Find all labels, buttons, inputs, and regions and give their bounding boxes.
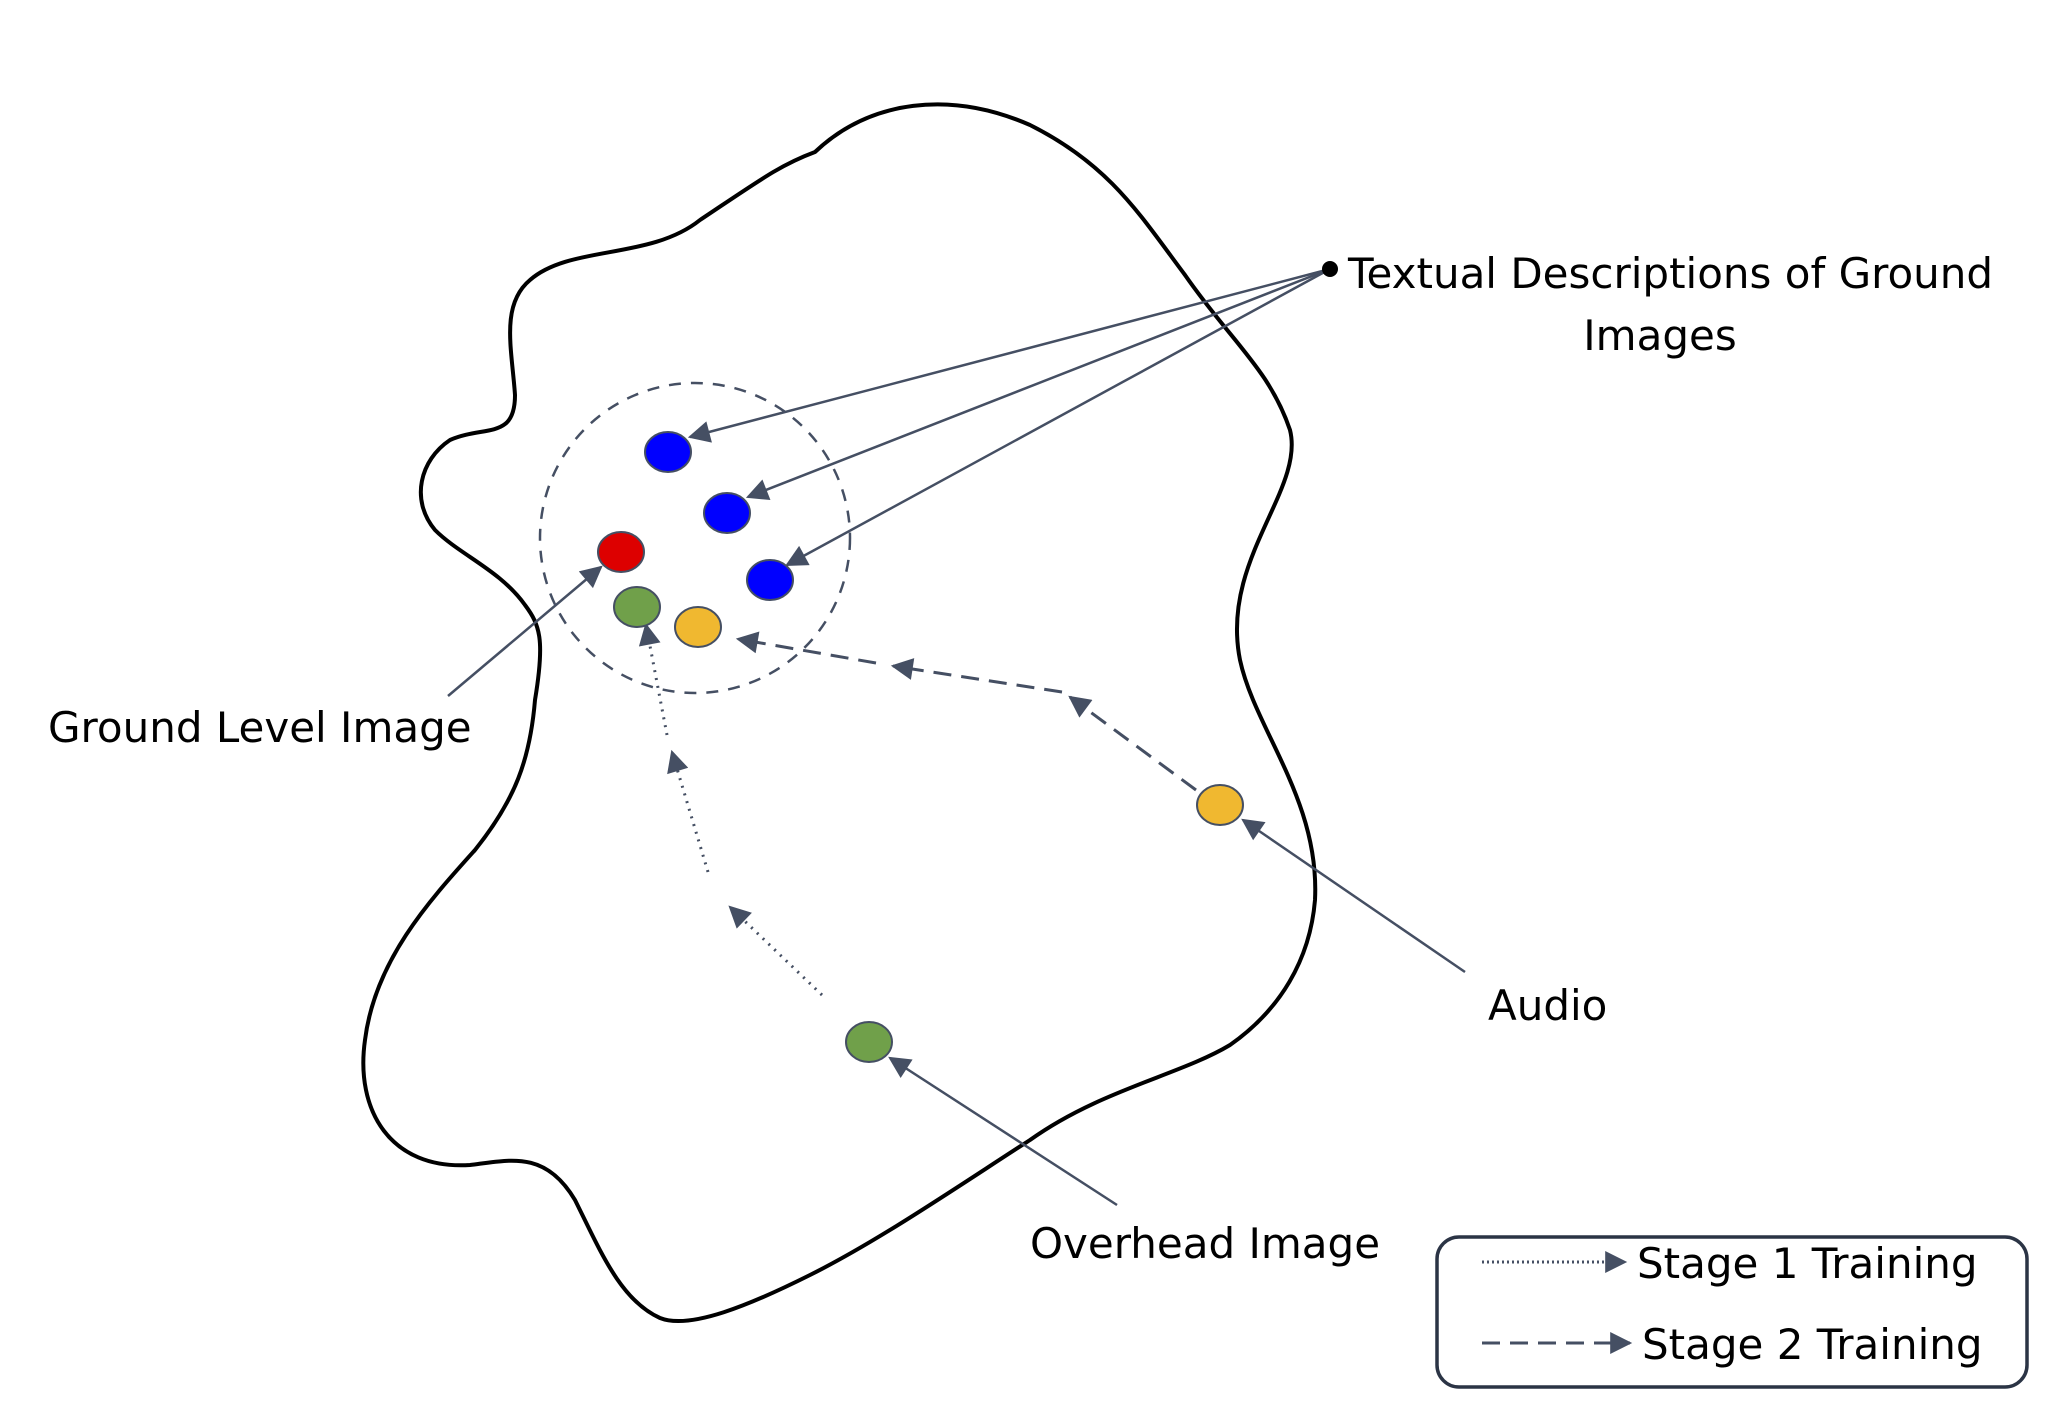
overhead-embedding-dot-aligned [613, 586, 661, 628]
text-arrow-1 [687, 267, 1331, 443]
legend-stage1-label: Stage 1 Training [1637, 1239, 1978, 1288]
ground-image-embedding-dot [597, 531, 645, 573]
legend: Stage 1 Training Stage 2 Training [1435, 1235, 2029, 1389]
legend-box [1435, 1235, 2029, 1389]
audio-label: Audio [1488, 981, 1607, 1030]
ground-level-label: Ground Level Image [48, 703, 472, 752]
audio-arrow [1241, 818, 1466, 974]
stage2-path-seg1 [1068, 695, 1197, 792]
aligned-region-circle [538, 381, 852, 695]
audio-embedding-dot-aligned [674, 606, 722, 648]
stage1-path-seg2 [667, 749, 710, 873]
text-embedding-dot [644, 431, 692, 473]
stage2-path-seg3 [735, 631, 877, 665]
stage2-path-seg2 [890, 658, 1063, 694]
text-embedding-dot [703, 492, 751, 534]
text-arrow-2 [745, 267, 1331, 501]
ground-level-arrow [447, 565, 603, 697]
embedding-space-outline [361, 102, 1318, 1324]
text-source-point [1322, 261, 1338, 277]
overhead-embedding-dot [845, 1021, 893, 1063]
overhead-label: Overhead Image [1030, 1219, 1380, 1268]
legend-stage2-label: Stage 2 Training [1642, 1320, 1983, 1369]
stage1-path-seg3 [638, 622, 669, 736]
audio-embedding-dot [1196, 784, 1244, 826]
text-desc-label-line2: Images [1583, 311, 1736, 360]
text-desc-label-line1: Textual Descriptions of Ground [1347, 249, 1993, 298]
overhead-arrow [888, 1056, 1118, 1207]
text-embedding-dot [746, 559, 794, 601]
stage1-path-seg1 [728, 905, 824, 997]
text-arrow-3 [785, 267, 1331, 567]
